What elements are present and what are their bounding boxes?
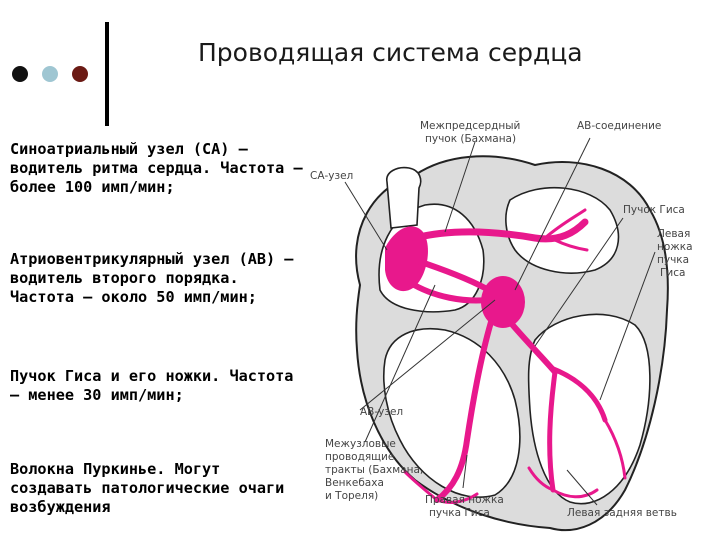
label-interatrial-2: пучок (Бахмана) <box>425 133 516 145</box>
label-interatrial-1: Межпредсердный <box>420 120 520 132</box>
bullet-sa-node: Синоатриальный узел (СА) – водитель ритм… <box>10 140 305 197</box>
superior-vena-cava <box>387 168 421 228</box>
label-internodal-1: Межузловые <box>325 438 396 450</box>
great-vessels <box>387 168 421 228</box>
label-internodal-5: и Тореля) <box>325 490 378 502</box>
label-av-node: АВ-узел <box>360 406 403 418</box>
label-internodal-3: тракты (Бахмана, <box>325 464 423 476</box>
label-left-branch-4: Гиса <box>660 267 685 279</box>
bullet-his-bundle: Пучок Гиса и его ножки. Частота – менее … <box>10 367 305 405</box>
bullet-av-node: Атриовентрикулярный узел (АВ) – водитель… <box>10 250 305 307</box>
title-divider <box>105 22 109 126</box>
label-internodal-2: проводящие <box>325 451 394 463</box>
label-internodal-4: Венкебаха <box>325 477 384 489</box>
label-right-branch-1: Правая ножка <box>425 494 504 506</box>
decor-dot-black <box>12 66 28 82</box>
label-his-bundle: Пучок Гиса <box>623 204 685 216</box>
decor-dot-maroon <box>72 66 88 82</box>
label-left-branch-2: ножка <box>657 241 693 253</box>
slide-title: Проводящая система сердца <box>198 38 583 67</box>
label-left-branch-3: пучка <box>657 254 689 266</box>
label-left-branch-1: Левая <box>657 228 690 240</box>
decor-dot-lightblue <box>42 66 58 82</box>
bullet-purkinje: Волокна Пуркинье. Могут создавать патоло… <box>10 460 305 517</box>
heart-conduction-diagram: Межпредсердный пучок (Бахмана) АВ-соедин… <box>305 110 720 540</box>
label-left-posterior: Левая задняя ветвь <box>567 507 677 519</box>
label-sa-node: СА-узел <box>310 170 353 182</box>
label-av-junction: АВ-соединение <box>577 120 661 132</box>
label-right-branch-2: пучка Гиса <box>429 507 490 519</box>
